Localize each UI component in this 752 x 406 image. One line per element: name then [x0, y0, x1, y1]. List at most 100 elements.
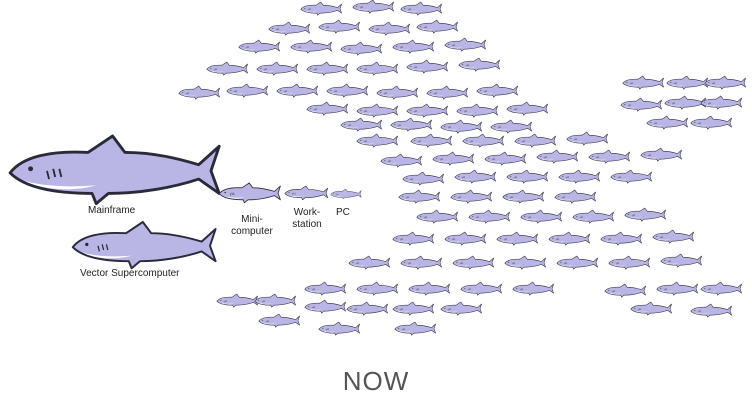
- big-sharks: [8, 134, 362, 270]
- small-shark-icon-39: [566, 131, 608, 146]
- small-shark-icon-76: [460, 281, 502, 296]
- small-shark-icon-82: [392, 301, 434, 316]
- small-shark-icon-6: [368, 21, 410, 36]
- small-shark-icon-15: [306, 61, 348, 76]
- small-shark-icon-18: [458, 57, 500, 72]
- diagram-title: NOW: [342, 366, 410, 396]
- pc-shark-icon: [330, 188, 362, 200]
- small-shark-icon-47: [454, 169, 496, 184]
- small-shark-icon-88: [656, 281, 698, 296]
- small-shark-icon-92: [620, 97, 662, 112]
- small-shark-icon-95: [622, 75, 664, 90]
- small-shark-icon-27: [356, 103, 398, 118]
- small-shark-icon-51: [398, 189, 440, 204]
- small-shark-icon-87: [604, 283, 646, 298]
- small-shark-icon-79: [254, 293, 296, 308]
- minicomputer-shark-icon: [218, 182, 281, 204]
- small-shark-icon-1: [300, 1, 342, 16]
- small-shark-icon-25: [476, 83, 518, 98]
- small-shark-icon-91: [690, 303, 732, 318]
- small-shark-icon-42: [484, 151, 526, 166]
- small-shark-icon-59: [624, 207, 666, 222]
- small-shark-icon-94: [700, 95, 742, 110]
- small-shark-icon-24: [426, 85, 468, 100]
- small-shark-icon-99: [690, 115, 732, 130]
- small-shark-icon-56: [468, 209, 510, 224]
- small-shark-icon-46: [402, 171, 444, 186]
- small-shark-icon-70: [556, 255, 598, 270]
- small-shark-icon-41: [432, 151, 474, 166]
- small-shark-icon-54: [554, 189, 596, 204]
- small-shark-icon-29: [456, 103, 498, 118]
- small-shark-icon-2: [352, 0, 394, 14]
- small-shark-icon-83: [440, 301, 482, 316]
- small-shark-icon-33: [440, 119, 482, 134]
- small-shark-icon-93: [664, 95, 706, 110]
- small-shark-icon-61: [444, 231, 486, 246]
- small-shark-icon-73: [304, 281, 346, 296]
- small-shark-icon-53: [502, 189, 544, 204]
- small-shark-icon-48: [506, 169, 548, 184]
- small-shark-icon-34: [490, 119, 532, 134]
- label-minicomputer: Mini- computer: [224, 214, 280, 238]
- label-workstation-line1: Work-: [293, 207, 321, 218]
- small-shark-icon-12: [444, 37, 486, 52]
- small-shark-icon-36: [410, 133, 452, 148]
- small-shark-icon-89: [700, 281, 742, 296]
- label-pc: PC: [336, 207, 350, 218]
- small-shark-icon-86: [394, 321, 436, 336]
- small-shark-icon-62: [496, 231, 538, 246]
- small-shark-icon-65: [652, 229, 694, 244]
- small-shark-icon-22: [326, 83, 368, 98]
- small-shark-icon-64: [600, 231, 642, 246]
- small-shark-icon-90: [630, 301, 672, 316]
- small-shark-icon-10: [340, 41, 382, 56]
- small-shark-icon-49: [558, 169, 600, 184]
- small-shark-icon-14: [256, 61, 298, 76]
- small-shark-icon-74: [356, 281, 398, 296]
- small-shark-icon-19: [178, 85, 220, 100]
- label-mainframe: Mainframe: [88, 205, 136, 216]
- small-shark-icon-66: [348, 255, 390, 270]
- label-vector-supercomputer: Vector Supercomputer: [80, 268, 180, 279]
- small-shark-icon-96: [666, 75, 708, 90]
- small-shark-icon-57: [520, 209, 562, 224]
- small-shark-icon-3: [400, 1, 442, 16]
- small-shark-icon-67: [400, 255, 442, 270]
- small-shark-icon-52: [450, 189, 492, 204]
- mainframe-shark-icon: [8, 134, 221, 206]
- label-minicomputer-line2: computer: [231, 226, 273, 237]
- small-shark-icon-81: [346, 301, 388, 316]
- small-shark-icon-45: [640, 147, 682, 162]
- small-shark-icon-68: [452, 255, 494, 270]
- small-shark-icon-32: [390, 117, 432, 132]
- small-shark-icon-75: [408, 281, 450, 296]
- small-shark-icon-8: [238, 39, 280, 54]
- small-shark-icon-40: [380, 153, 422, 168]
- workstation-shark-icon: [284, 185, 328, 201]
- small-shark-icon-58: [572, 209, 614, 224]
- small-shark-icon-21: [276, 83, 318, 98]
- small-shark-icon-98: [646, 115, 688, 130]
- small-shark-icon-35: [356, 133, 398, 148]
- small-shark-icon-23: [376, 85, 418, 100]
- small-shark-icon-78: [216, 293, 258, 308]
- label-workstation-line2: station: [292, 219, 322, 230]
- small-shark-icon-13: [206, 61, 248, 76]
- small-shark-icon-60: [392, 231, 434, 246]
- small-shark-icon-5: [318, 19, 360, 34]
- small-shark-icon-63: [548, 231, 590, 246]
- small-shark-icon-20: [226, 83, 268, 98]
- small-shark-icon-84: [258, 313, 300, 328]
- small-shark-icon-50: [610, 169, 652, 184]
- small-shark-icon-31: [340, 117, 382, 132]
- small-shark-icon-16: [356, 61, 398, 76]
- label-workstation: Work- station: [286, 207, 328, 231]
- small-shark-icon-44: [588, 149, 630, 164]
- small-shark-icon-55: [416, 209, 458, 224]
- small-shark-icon-85: [318, 321, 360, 336]
- small-shark-icon-97: [704, 75, 746, 90]
- small-shark-icon-11: [392, 39, 434, 54]
- small-shark-icon-28: [406, 103, 448, 118]
